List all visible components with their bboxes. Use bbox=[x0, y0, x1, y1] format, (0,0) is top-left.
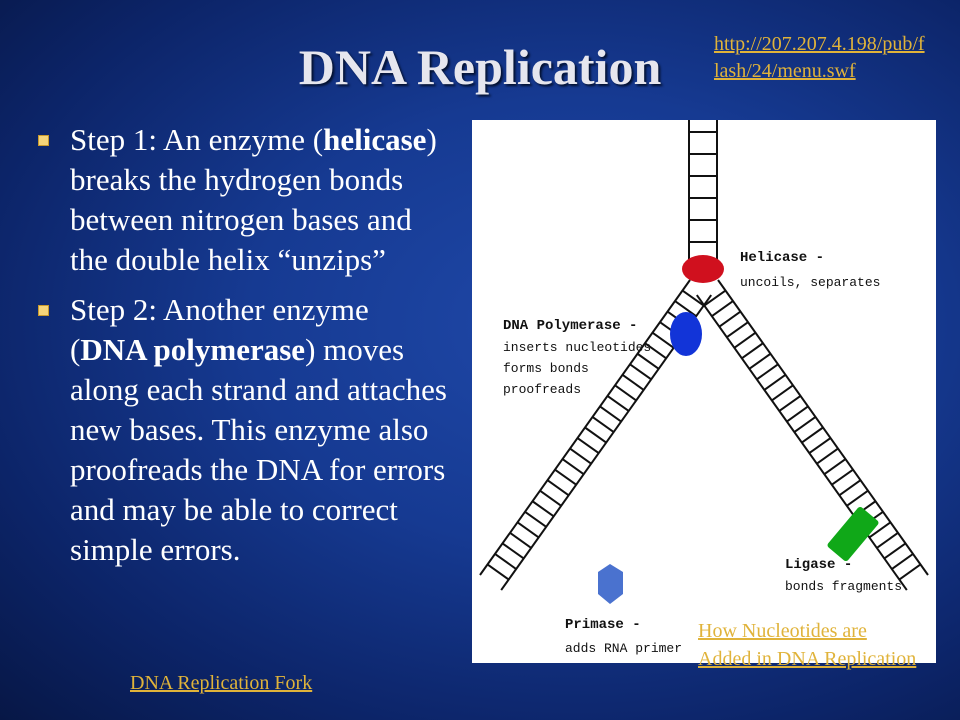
dna-polymerase-label: DNA Polymerase - inserts nucleotides for… bbox=[503, 318, 651, 397]
bullet-step-1: Step 1: An enzyme (helicase) breaks the … bbox=[38, 120, 448, 280]
helicase-dash: - bbox=[807, 250, 824, 266]
nucleotides-added-link[interactable]: How Nucleotides are Added in DNA Replica… bbox=[698, 620, 917, 670]
svg-text:Helicase -: Helicase - bbox=[740, 250, 824, 266]
replication-fork-svg: Helicase - uncoils, separates DNA Polyme… bbox=[479, 120, 929, 656]
square-bullet-icon bbox=[38, 135, 49, 146]
polymerase-desc-1: inserts nucleotides bbox=[503, 340, 651, 355]
primase-desc: adds RNA primer bbox=[565, 641, 682, 656]
replication-fork-diagram: Helicase - uncoils, separates DNA Polyme… bbox=[472, 120, 936, 663]
ligase-desc: bonds fragments bbox=[785, 579, 902, 594]
bullet-text-post: ) breaks the hydrogen bonds between nitr… bbox=[70, 122, 437, 277]
ligase-dash: - bbox=[835, 557, 852, 573]
bullet-text-pre: Step 1: An enzyme ( bbox=[70, 122, 324, 157]
svg-text:Primase -: Primase - bbox=[565, 617, 641, 633]
helicase-enzyme-icon bbox=[682, 255, 724, 283]
helicase-name: Helicase bbox=[740, 250, 807, 266]
polymerase-desc-3: proofreads bbox=[503, 382, 581, 397]
svg-text:DNA Polymerase -: DNA Polymerase - bbox=[503, 318, 637, 334]
ligase-enzyme-icon bbox=[827, 506, 879, 562]
primase-dash: - bbox=[624, 617, 641, 633]
flash-menu-link[interactable]: http://207.207.4.198/pub/flash/24/menu.s… bbox=[714, 33, 925, 82]
helicase-desc: uncoils, separates bbox=[740, 275, 880, 290]
bullet-text-bold: DNA polymerase bbox=[80, 332, 306, 367]
ligase-name: Ligase bbox=[785, 557, 835, 573]
dna-polymerase-enzyme-icon bbox=[670, 312, 702, 356]
bullet-text-pre: Step 2: Another enzyme ( bbox=[70, 292, 369, 367]
primase-label: Primase - adds RNA primer bbox=[565, 617, 682, 656]
polymerase-name: DNA Polymerase bbox=[503, 318, 621, 334]
slide-title: DNA Replication bbox=[298, 39, 662, 95]
bullet-step-2: Step 2: Another enzyme (DNA polymerase) … bbox=[38, 290, 448, 570]
dna-strands bbox=[479, 120, 929, 591]
replication-fork-link[interactable]: DNA Replication Fork bbox=[130, 672, 313, 694]
polymerase-dash: - bbox=[621, 318, 638, 334]
polymerase-desc-2: forms bonds bbox=[503, 361, 589, 376]
bullet-text-bold: helicase bbox=[323, 122, 427, 157]
svg-text:Ligase -: Ligase - bbox=[785, 557, 852, 573]
square-bullet-icon bbox=[38, 305, 49, 316]
ligase-label: Ligase - bonds fragments bbox=[785, 557, 902, 594]
bullet-text-post: ) moves along each strand and attaches n… bbox=[70, 332, 447, 567]
primase-name: Primase bbox=[565, 617, 624, 633]
primase-enzyme-icon bbox=[598, 564, 623, 604]
helicase-label: Helicase - uncoils, separates bbox=[740, 250, 880, 290]
bullet-list: Step 1: An enzyme (helicase) breaks the … bbox=[38, 120, 448, 580]
